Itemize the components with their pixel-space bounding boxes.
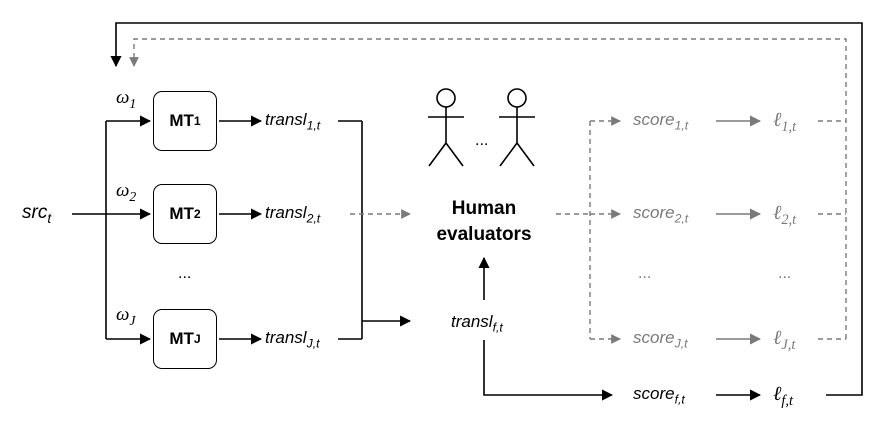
score-2-label: score2,t (633, 203, 689, 226)
final-translation-label: translf,t (451, 312, 503, 335)
mt-ellipsis: ... (178, 265, 192, 282)
loss-feedback-dashed-path (129, 38, 847, 340)
score-j-label: scoreJ,t (633, 328, 688, 351)
score-to-loss-arrows (716, 115, 762, 345)
score-ellipsis: ... (638, 265, 652, 282)
human-figures-ellipsis: ... (475, 132, 489, 149)
translation-j-label: translJ,t (265, 328, 320, 351)
human-figure-right (499, 88, 535, 167)
translation-merge-lines (338, 120, 412, 340)
weight-1-label: ω1 (116, 87, 137, 111)
human-figure-left (428, 88, 464, 167)
mt-output-arrows (219, 115, 263, 345)
weight-2-label: ω2 (116, 180, 137, 204)
score-1-label: score1,t (633, 110, 689, 133)
final-loss-label: ℓf,t (773, 383, 793, 410)
source-fanout-lines (72, 115, 152, 345)
loss-1-label: ℓ1,t (773, 109, 797, 136)
final-score-path (110, 22, 863, 401)
human-evaluators-label: Human evaluators (436, 198, 532, 245)
loss-ellipsis: ... (778, 265, 792, 282)
loss-2-label: ℓ2,t (773, 202, 797, 229)
human-to-scores-dashed-lines (556, 116, 621, 344)
translation-1-label: transl1,t (265, 110, 321, 133)
weight-j-label: ωJ (116, 304, 136, 328)
source-label: srct (22, 202, 52, 226)
loss-j-label: ℓJ,t (773, 327, 796, 354)
final-score-label: scoref,t (633, 384, 685, 407)
translation-2-label: transl2,t (265, 203, 321, 226)
